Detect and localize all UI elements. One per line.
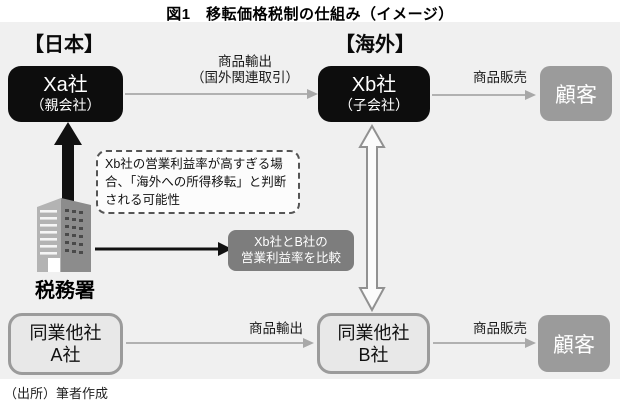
peer-a-sub: A社 — [50, 345, 81, 365]
compare-box-line1: Xb社とB社の — [254, 235, 328, 249]
peer-a-name: 同業他社 — [29, 323, 102, 343]
label-export-bottom: 商品輸出 — [249, 321, 303, 336]
node-customer-bottom: 顧客 — [538, 315, 610, 372]
peer-b-sub: B社 — [358, 344, 389, 365]
label-sales-bottom: 商品販売 — [473, 321, 527, 336]
node-xa-role: （親会社） — [30, 97, 101, 113]
node-xa-parent-company: Xa社 （親会社） — [8, 66, 123, 122]
compare-box-line2: 営業利益率を比較 — [240, 250, 341, 265]
node-xb-name: Xb社 — [351, 74, 397, 96]
node-customer-top: 顧客 — [540, 66, 612, 121]
node-xb-role: （子会社） — [339, 97, 409, 113]
compare-operating-margin-box: Xb社とB社の 営業利益率を比較 — [228, 230, 354, 271]
region-label-japan: 【日本】 — [24, 34, 104, 56]
label-export-top-line1: 商品輸出 — [218, 54, 272, 69]
label-export-top-line2: （国外関連取引） — [191, 70, 299, 85]
figure-title: 図1 移転価格税制の仕組み（イメージ） — [166, 6, 454, 23]
risk-note-callout: Xb社の営業利益率が高すぎる場合、「海外への所得移転」と判断される可能性 — [96, 150, 300, 214]
node-peer-company-b: 同業他社 B社 — [317, 313, 430, 374]
label-sales-top: 商品販売 — [473, 70, 527, 85]
node-xa-name: Xa社 — [43, 74, 88, 96]
region-label-overseas: 【海外】 — [335, 34, 415, 56]
node-peer-company-a: 同業他社 A社 — [8, 313, 123, 375]
tax-office-building-icon — [37, 198, 91, 272]
peer-b-name: 同業他社 — [337, 322, 410, 343]
label-export-top: 商品輸出 （国外関連取引） — [173, 54, 317, 86]
source-note: （出所）筆者作成 — [4, 386, 109, 401]
node-xb-subsidiary: Xb社 （子会社） — [318, 66, 430, 122]
tax-office-label: 税務署 — [35, 280, 95, 302]
